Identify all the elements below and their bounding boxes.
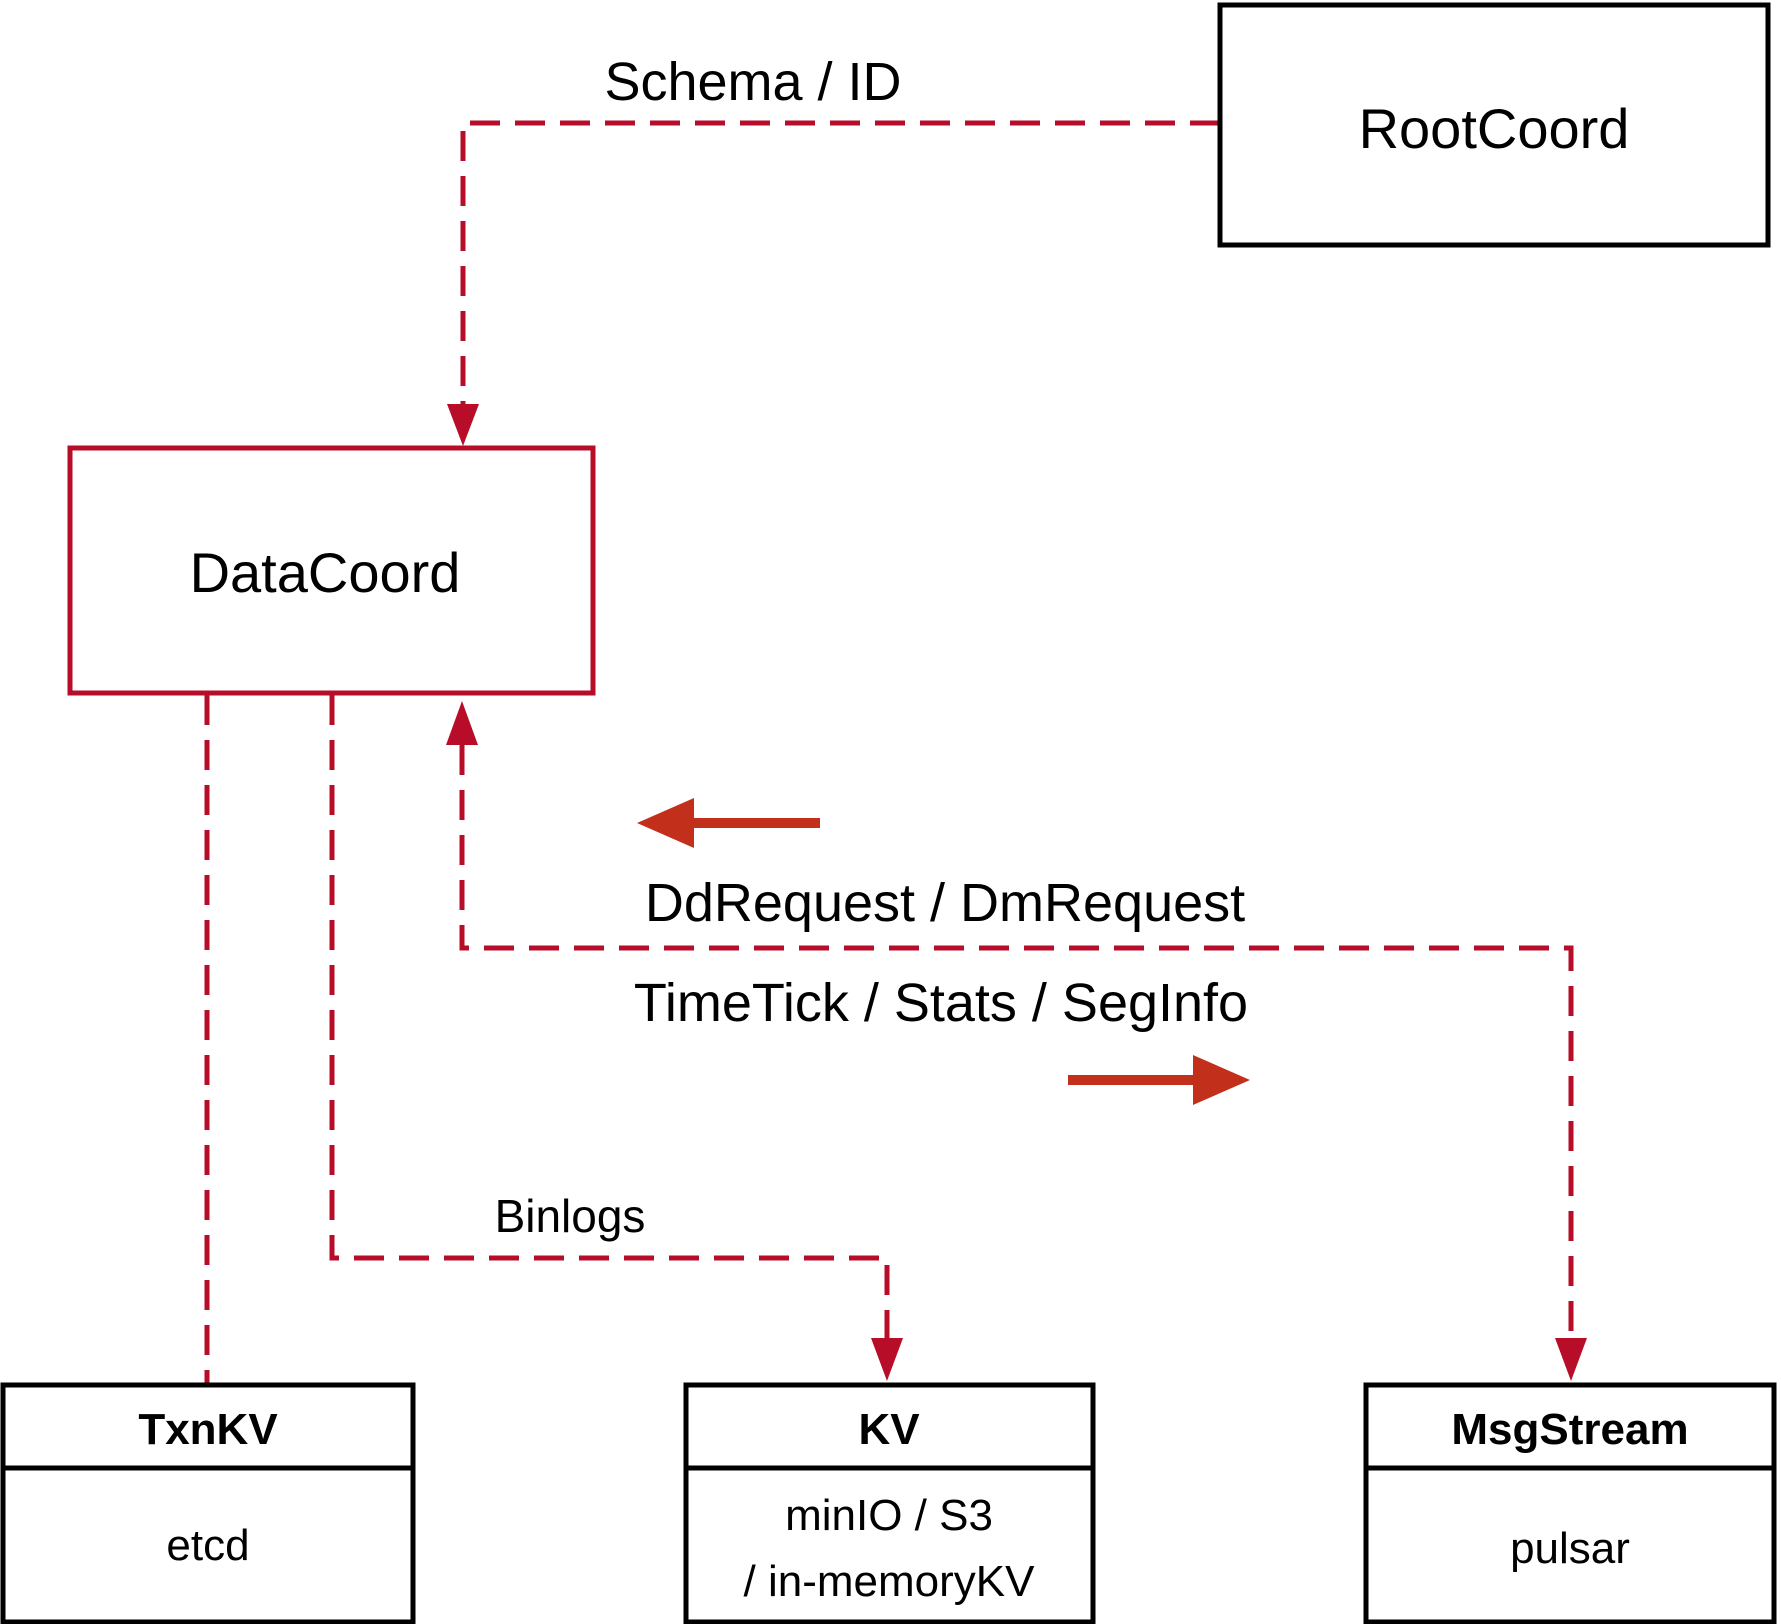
edge-schema-id: Schema / ID — [447, 52, 1220, 446]
edge-ddrequest-label: DdRequest / DmRequest — [645, 873, 1245, 933]
node-txnkv: TxnKV etcd — [0, 1382, 416, 1624]
edge-timetick-label: TimeTick / Stats / SegInfo — [634, 973, 1248, 1033]
node-txnkv-header: TxnKV — [138, 1405, 278, 1454]
arrowhead-up-into-datacoord-icon — [446, 701, 478, 745]
flow-arrow-left-head-icon — [637, 798, 694, 848]
arrowhead-down-into-datacoord-icon — [447, 404, 479, 446]
edge-binlogs: Binlogs — [329, 695, 903, 1381]
node-rootcoord: RootCoord — [1217, 2, 1771, 248]
node-rootcoord-box — [1217, 2, 1771, 248]
arrowhead-down-into-msgstream-icon — [1555, 1338, 1587, 1381]
node-msgstream-header: MsgStream — [1451, 1405, 1688, 1454]
node-msgstream: MsgStream pulsar — [1363, 1382, 1777, 1624]
node-kv-box — [683, 1382, 1096, 1624]
node-kv-body-line-2: / in-memoryKV — [744, 1557, 1036, 1606]
node-datacoord-label: DataCoord — [190, 541, 461, 604]
edge-schema-id-label: Schema / ID — [604, 52, 901, 112]
node-kv-header: KV — [858, 1405, 920, 1454]
edge-schema-id-line — [460, 120, 1220, 404]
node-kv-body-line-1: minIO / S3 — [785, 1491, 993, 1540]
flow-arrow-left — [637, 798, 820, 848]
flow-arrow-right-head-icon — [1193, 1055, 1250, 1105]
edge-binlogs-label: Binlogs — [495, 1190, 646, 1242]
arrowhead-down-into-kv-icon — [871, 1338, 903, 1381]
node-datacoord-box — [67, 445, 596, 696]
node-msgstream-box — [1363, 1382, 1777, 1624]
edge-binlogs-line — [329, 695, 890, 1338]
edge-datacoord-msgstream-line — [459, 745, 1574, 1338]
node-msgstream-body: pulsar — [1510, 1524, 1630, 1573]
flow-arrow-right — [1068, 1055, 1250, 1105]
node-txnkv-body: etcd — [166, 1521, 249, 1570]
node-kv: KV minIO / S3 / in-memoryKV — [683, 1382, 1096, 1624]
edge-datacoord-msgstream: DdRequest / DmRequest TimeTick / Stats /… — [446, 701, 1587, 1381]
node-txnkv-box — [0, 1382, 416, 1624]
node-rootcoord-label: RootCoord — [1359, 97, 1630, 160]
node-datacoord: DataCoord — [67, 445, 596, 696]
